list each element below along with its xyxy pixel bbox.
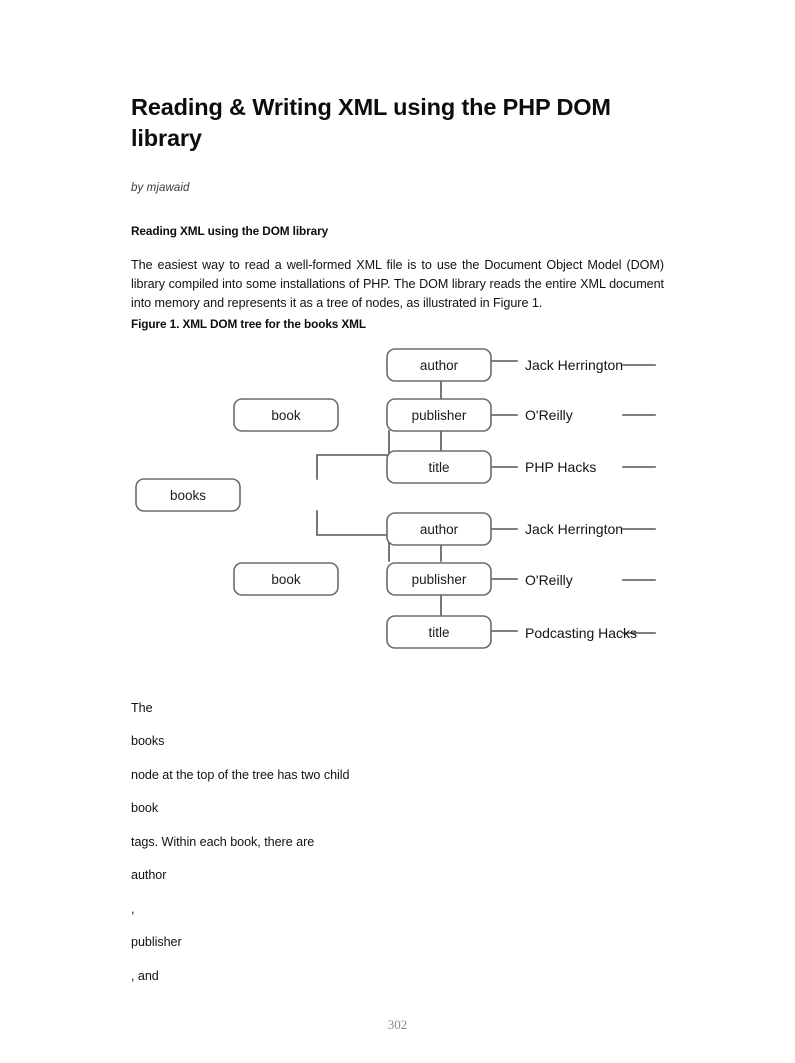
- node-title-2: title: [386, 614, 492, 649]
- figure-xml-dom-tree: books book author Jack Herrington: [131, 339, 664, 669]
- node-label-title-2: title: [428, 625, 449, 640]
- trailing-line: , and: [131, 968, 159, 983]
- node-label-book-1: book: [271, 408, 301, 423]
- value-publisher-2: O'Reilly: [525, 572, 573, 588]
- node-box-publisher-2: [386, 561, 492, 596]
- node-title-1: title: [386, 449, 492, 484]
- node-box-author-1: [386, 347, 492, 382]
- node-box-books: [135, 477, 241, 512]
- node-book-1: book: [233, 397, 339, 432]
- node-box-title-2: [386, 614, 492, 649]
- page-content: Reading & Writing XML using the PHP DOM …: [131, 92, 664, 1000]
- trailing-line: node at the top of the tree has two chil…: [131, 767, 350, 782]
- node-publisher-1: publisher: [386, 397, 492, 432]
- value-author-2: Jack Herrington: [525, 521, 623, 537]
- author-byline: by mjawaid: [131, 182, 190, 194]
- node-book-2: book: [233, 561, 339, 596]
- node-publisher-2: publisher: [386, 561, 492, 596]
- node-author-2: author: [386, 511, 492, 546]
- trailing-line: ,: [131, 901, 135, 916]
- connector-books-to-book-1: [316, 429, 390, 480]
- trailing-line: books: [131, 734, 165, 749]
- node-label-title-1: title: [428, 460, 449, 475]
- node-books: books: [135, 477, 241, 512]
- section-heading: Reading XML using the DOM library: [131, 224, 329, 238]
- trailing-line: publisher: [131, 935, 182, 950]
- body-paragraph: The easiest way to read a well-formed XM…: [131, 258, 664, 311]
- node-box-title-1: [386, 449, 492, 484]
- trailing-line: The: [131, 700, 153, 715]
- trailing-line: book: [131, 801, 159, 816]
- nodes-group: books book author Jack Herrington: [135, 347, 637, 649]
- node-label-publisher-1: publisher: [412, 408, 467, 423]
- node-label-author-2: author: [420, 522, 459, 537]
- page-number: 302: [387, 1017, 408, 1032]
- value-title-2: Podcasting Hacks: [525, 625, 637, 641]
- node-label-book-2: book: [271, 572, 301, 587]
- node-box-author-2: [386, 511, 492, 546]
- value-title-1: PHP Hacks: [525, 459, 596, 475]
- trailing-line: tags. Within each book, there are: [131, 834, 315, 849]
- node-label-author-1: author: [420, 358, 459, 373]
- node-label-books: books: [170, 488, 206, 503]
- trailing-text-block: The books node at the top of the tree ha…: [131, 699, 664, 986]
- node-label-publisher-2: publisher: [412, 572, 467, 587]
- node-box-book-2: [233, 561, 339, 596]
- connector-books-to-book-2: [316, 509, 390, 562]
- figure-caption: Figure 1. XML DOM tree for the books XML: [131, 316, 367, 331]
- tree-diagram-svg: books book author Jack Herrington: [135, 347, 656, 649]
- node-box-book-1: [233, 397, 339, 432]
- node-box-publisher-1: [386, 397, 492, 432]
- trailing-line: author: [131, 868, 167, 883]
- node-author-1: author: [386, 347, 492, 382]
- page-title: Reading & Writing XML using the PHP DOM …: [131, 94, 611, 151]
- value-author-1: Jack Herrington: [525, 357, 623, 373]
- value-publisher-1: O'Reilly: [525, 407, 573, 423]
